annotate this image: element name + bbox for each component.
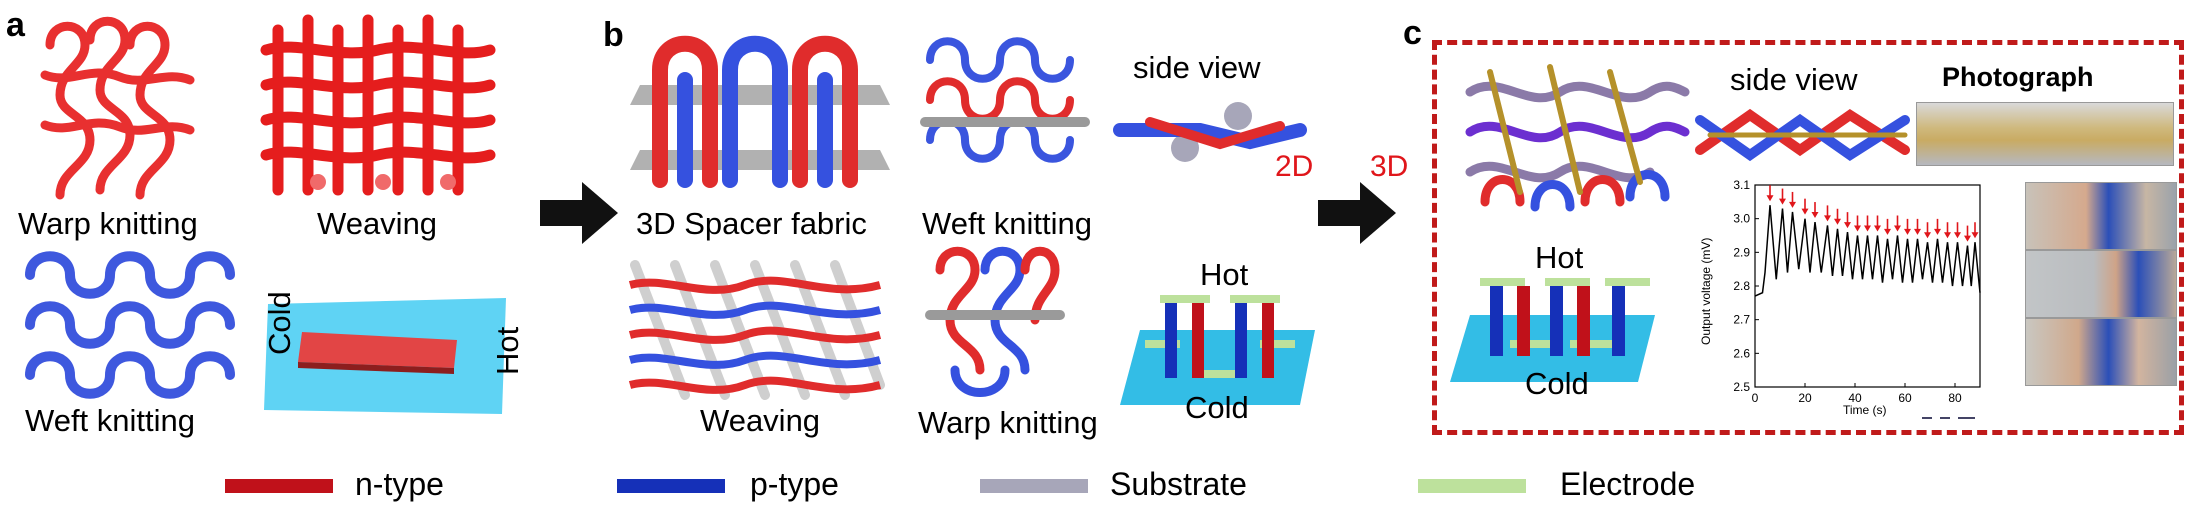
cold-label-a: Cold xyxy=(262,291,297,355)
hot-label-b: Hot xyxy=(1200,257,1249,292)
chart-peak-arrow xyxy=(1811,212,1819,219)
legend-swatch-electrode xyxy=(1418,479,1526,493)
legend-swatch-p-type xyxy=(617,479,725,493)
chart-ytick-label: 2.7 xyxy=(1733,313,1750,327)
chart-peak-arrow xyxy=(1904,228,1911,235)
chart-peak-arrow xyxy=(1834,218,1841,225)
device-2d-illustration xyxy=(1120,295,1315,405)
chart-xtick-label: 20 xyxy=(1798,391,1812,405)
photograph-label: Photograph xyxy=(1942,62,2094,92)
chart-peak-arrow xyxy=(1944,232,1951,239)
chart-xtick-label: 80 xyxy=(1948,391,1962,405)
chart-peak-arrow xyxy=(1954,232,1961,239)
label-2d: 2D xyxy=(1275,150,1314,183)
panel-a-label: a xyxy=(6,6,25,44)
weaving-illustration xyxy=(260,14,496,196)
side-view-3d-illustration xyxy=(1695,108,1910,162)
weaving-b-illustration xyxy=(628,260,885,400)
chart-peak-arrow xyxy=(1854,225,1861,232)
chart-ytick-label: 2.8 xyxy=(1733,279,1750,293)
weft-knitting-label-b: Weft knitting xyxy=(922,206,1093,241)
chart-peak-arrow xyxy=(1971,232,1979,239)
chart-xtick-label: 60 xyxy=(1898,391,1912,405)
legend-swatch-n-type xyxy=(225,479,333,493)
side-view-label-c: side view xyxy=(1730,62,1858,97)
arrow-a-to-b xyxy=(540,182,618,244)
weaving-label-a: Weaving xyxy=(317,206,438,241)
spacer-fabric-label: 3D Spacer fabric xyxy=(636,206,867,241)
warp-knitting-illustration xyxy=(40,16,195,200)
arm-photo-3 xyxy=(2025,318,2177,386)
fabric-3d-illustration xyxy=(1465,64,1690,212)
chart-peak-arrow xyxy=(1779,198,1786,205)
spacer-fabric-illustration xyxy=(630,35,890,188)
panel-b-label: b xyxy=(603,16,624,54)
legend-label-p-type: p-type xyxy=(750,466,839,502)
legend-label-electrode: Electrode xyxy=(1560,466,1696,502)
voltage-chart: 3.1 3.0 2.9 2.8 2.7 2.6 2.5 0 20 40 60 80 Output v… xyxy=(1699,178,1981,419)
chart-peak-arrow xyxy=(1934,228,1941,235)
hot-label-a: Hot xyxy=(490,326,525,375)
chart-peak-arrow xyxy=(1789,201,1796,208)
legend-label-substrate: Substrate xyxy=(1110,466,1247,502)
film-device-illustration xyxy=(264,298,506,414)
cold-label-c: Cold xyxy=(1525,366,1589,401)
chart-ytick-label: 2.5 xyxy=(1733,380,1750,394)
weaving-label-b: Weaving xyxy=(700,403,821,438)
legend-label-n-type: n-type xyxy=(355,466,444,502)
weft-knitting-illustration xyxy=(25,251,235,399)
chart-ylabel: Output voltage (mV) xyxy=(1699,238,1713,345)
chart-peak-arrow xyxy=(1844,222,1851,229)
warp-knitting-label: Warp knitting xyxy=(18,206,198,241)
warp-knitting-label-b: Warp knitting xyxy=(918,405,1098,440)
hot-label-c: Hot xyxy=(1535,240,1584,275)
chart-peak-arrow xyxy=(1874,225,1881,232)
chart-peak-arrow xyxy=(1766,195,1774,202)
chart-xtick-label: 40 xyxy=(1848,391,1862,405)
warp-knitting-b-illustration xyxy=(925,246,1065,397)
arm-photo-1 xyxy=(2025,182,2177,250)
chart-ytick-label: 3.1 xyxy=(1733,178,1750,192)
side-view-label-b: side view xyxy=(1133,50,1261,85)
weft-knitting-b-illustration xyxy=(920,37,1090,163)
chart-xtick-label: 0 xyxy=(1752,391,1759,405)
panel-c-label: c xyxy=(1403,14,1422,52)
chart-peak-arrow xyxy=(1824,215,1831,222)
weft-knitting-label-a: Weft knitting xyxy=(25,403,196,438)
panel-c-frame xyxy=(1432,40,2184,435)
legend-swatch-substrate xyxy=(980,479,1088,493)
chart-peak-arrow xyxy=(1801,208,1809,215)
chart-peak-arrow xyxy=(1964,235,1971,242)
side-view-2d-illustration xyxy=(1113,102,1307,162)
chart-ytick-label: 2.6 xyxy=(1733,346,1750,360)
arm-photo-2 xyxy=(2025,250,2177,318)
chart-peak-arrow xyxy=(1914,228,1921,235)
cold-label-b: Cold xyxy=(1185,390,1249,425)
fabric-photograph xyxy=(1916,102,2174,166)
device-3d-illustration xyxy=(1450,278,1655,382)
chart-xlabel: Time (s) xyxy=(1843,403,1887,417)
chart-peak-arrow xyxy=(1884,228,1891,235)
chart-ytick-label: 3.0 xyxy=(1733,212,1750,226)
chart-peak-arrow xyxy=(1924,232,1931,239)
arrow-b-to-c xyxy=(1318,182,1396,244)
chart-ytick-label: 2.9 xyxy=(1733,245,1750,259)
chart-peak-arrow xyxy=(1864,225,1871,232)
chart-peak-arrow xyxy=(1894,225,1901,232)
label-3d: 3D xyxy=(1370,150,1409,183)
